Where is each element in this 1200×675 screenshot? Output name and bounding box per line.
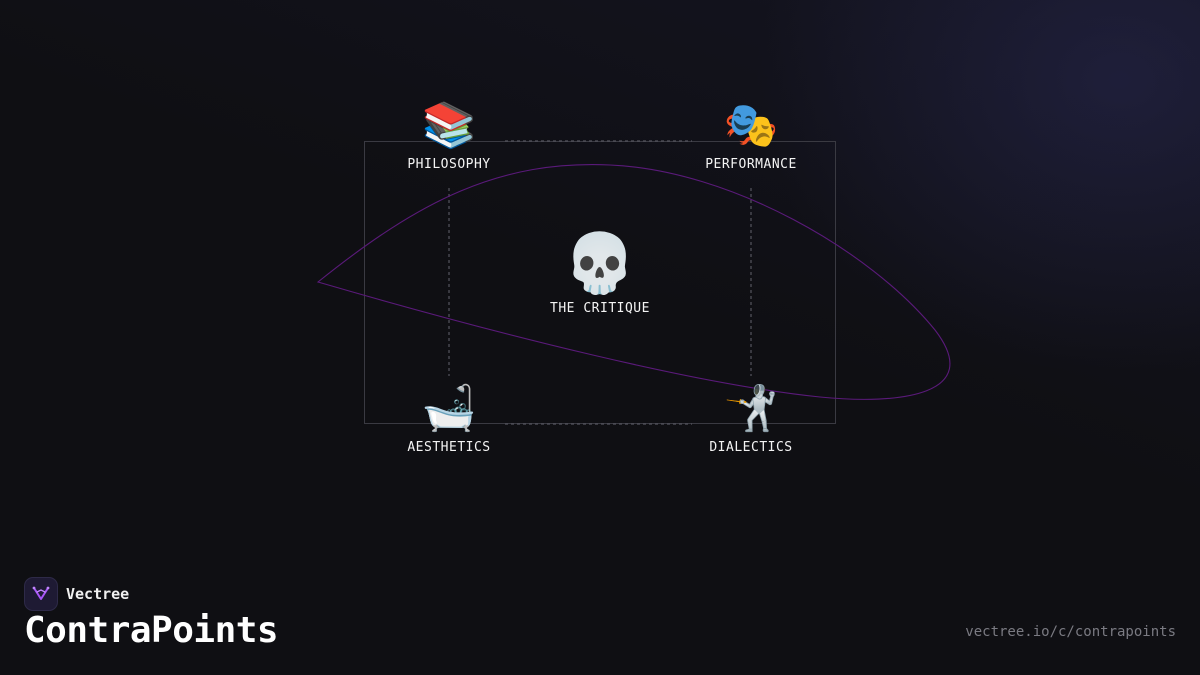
node-performance: 🎭 PERFORMANCE — [671, 100, 831, 172]
theater-masks-icon: 🎭 — [723, 100, 779, 151]
skull-icon: 💀 — [563, 229, 637, 297]
node-label-aesthetics: AESTHETICS — [407, 440, 491, 455]
diagram-frame — [364, 141, 836, 424]
fencer-icon: 🤺 — [723, 383, 779, 434]
node-the-critique: 💀 THE CRITIQUE — [520, 230, 680, 316]
node-label-the-critique: THE CRITIQUE — [550, 301, 650, 316]
vectree-logo-icon — [24, 577, 58, 611]
node-dialectics: 🤺 DIALECTICS — [671, 383, 831, 455]
brand-name: Vectree — [66, 585, 130, 603]
books-icon: 📚 — [421, 100, 477, 151]
channel-title: ContraPoints — [24, 610, 279, 651]
bathtub-icon: 🛁 — [421, 383, 477, 434]
node-label-performance: PERFORMANCE — [705, 157, 797, 172]
node-label-philosophy: PHILOSOPHY — [407, 157, 491, 172]
orbit-curve — [316, 164, 951, 400]
node-philosophy: 📚 PHILOSOPHY — [369, 100, 529, 172]
node-aesthetics: 🛁 AESTHETICS — [369, 383, 529, 455]
channel-url[interactable]: vectree.io/c/contrapoints — [965, 624, 1176, 640]
brand: Vectree — [24, 577, 129, 611]
node-label-dialectics: DIALECTICS — [709, 440, 793, 455]
